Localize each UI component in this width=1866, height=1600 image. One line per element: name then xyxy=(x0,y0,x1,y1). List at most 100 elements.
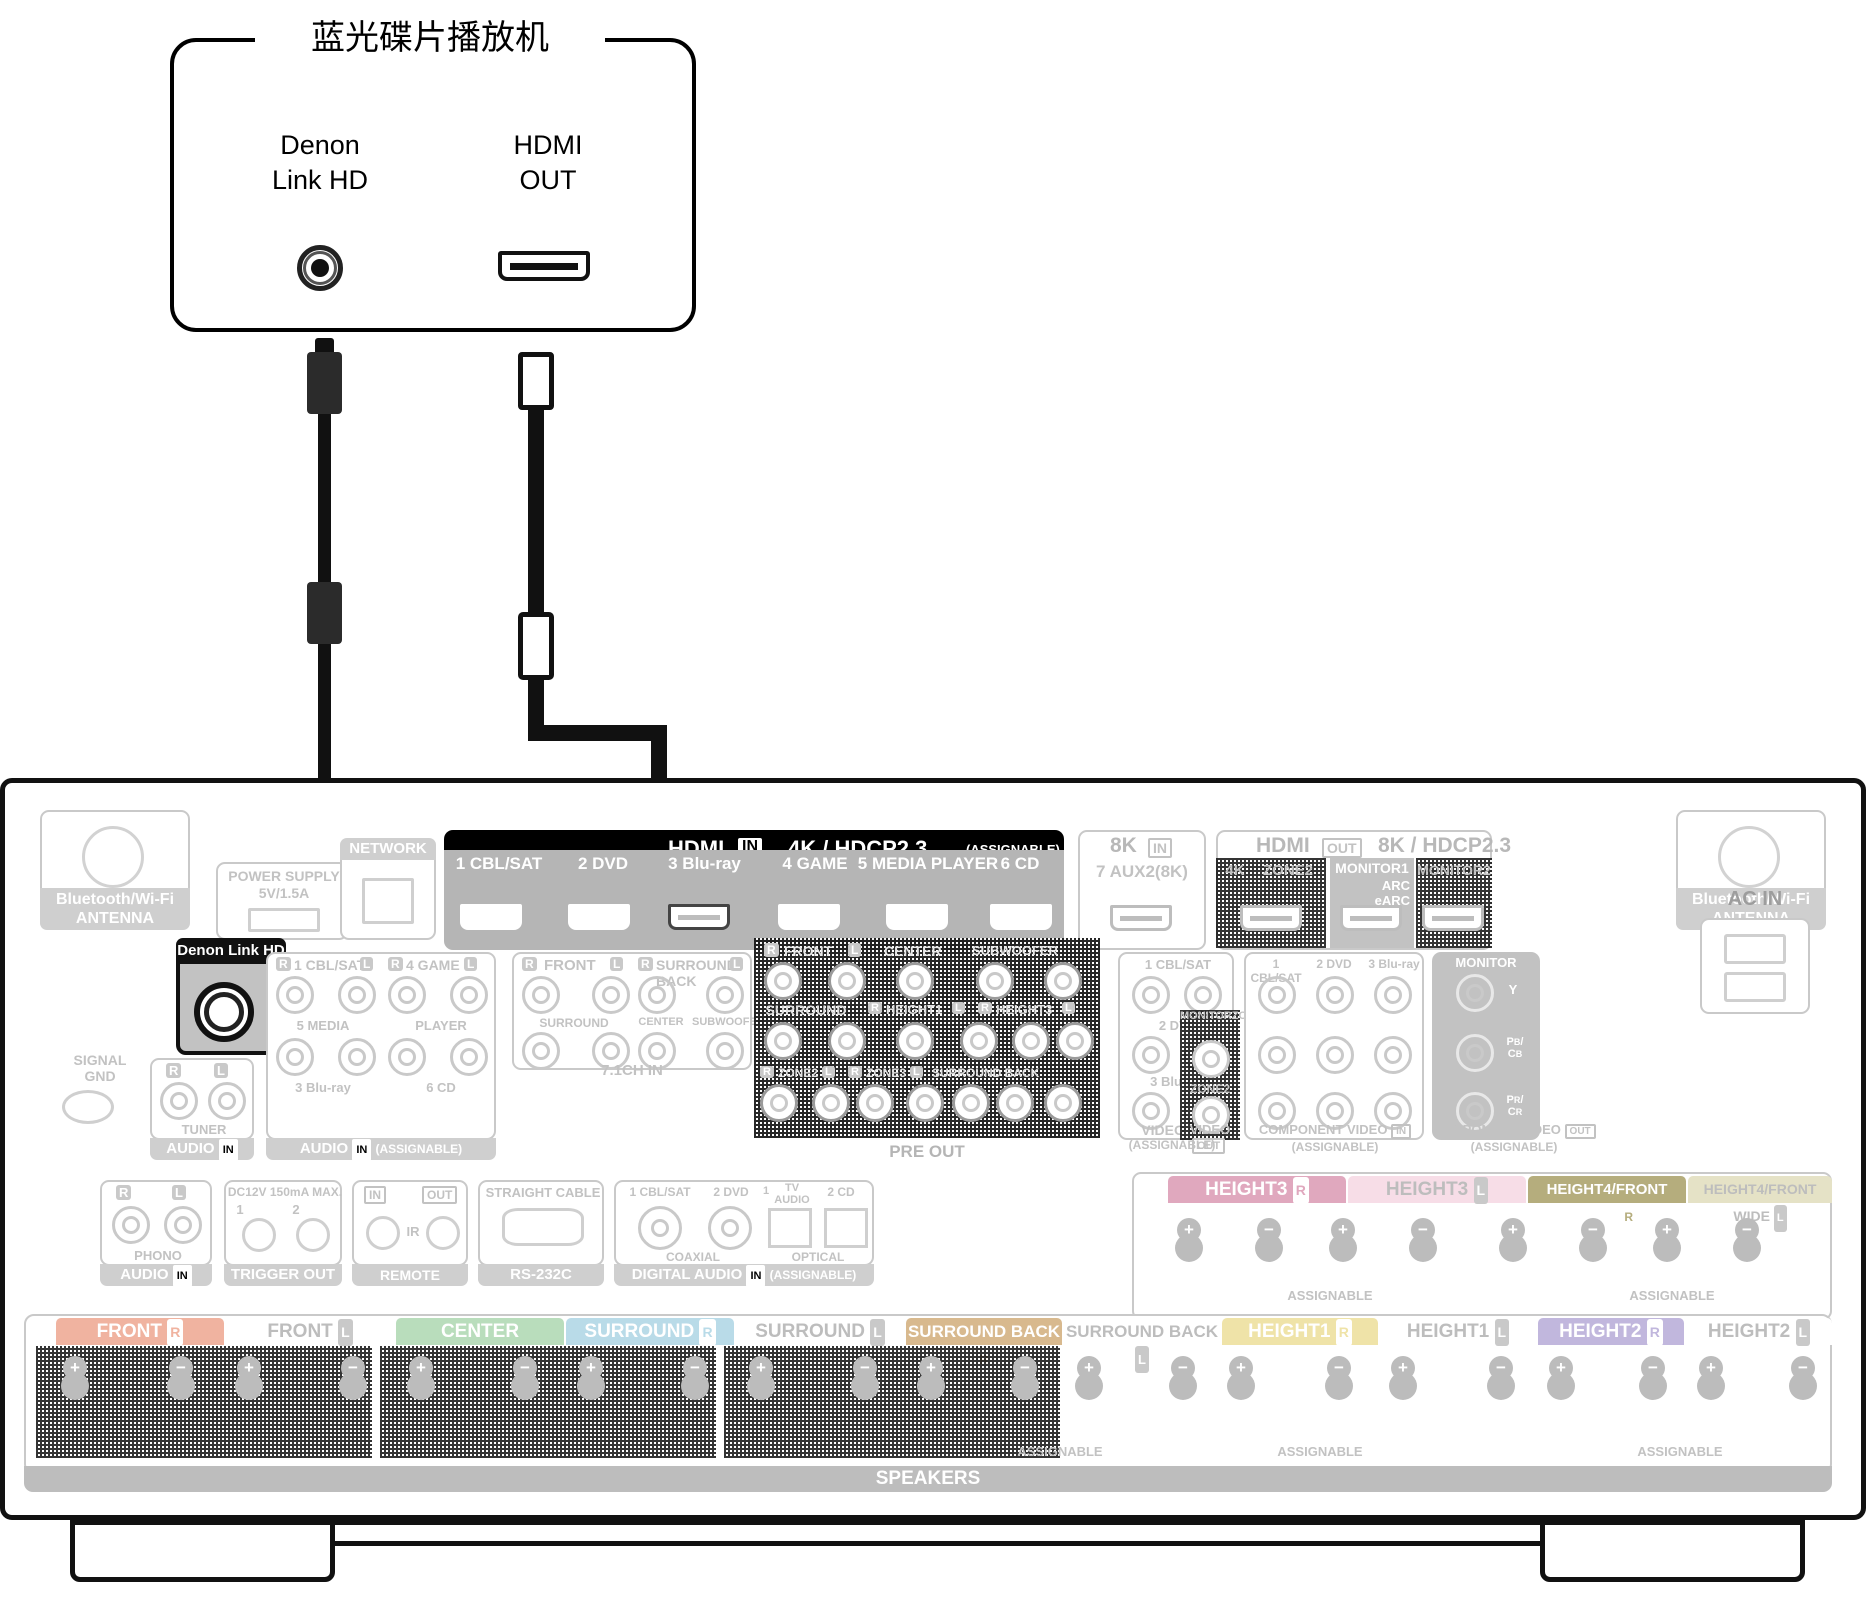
phono-rca-r[interactable] xyxy=(112,1206,150,1244)
ai-rca-5[interactable] xyxy=(276,1038,314,1076)
po-rca-h4-r[interactable] xyxy=(1044,1084,1082,1122)
po-rca-h1-l[interactable] xyxy=(960,1022,998,1060)
spk-post-t0a[interactable]: + xyxy=(1172,1218,1206,1266)
comp-in-pr1[interactable] xyxy=(1258,1092,1296,1130)
ai-rca-2[interactable] xyxy=(338,976,376,1014)
hdmi-in-port-2[interactable] xyxy=(568,904,630,930)
po-rca-sub1[interactable] xyxy=(976,962,1014,1000)
po-rca-h1-r[interactable] xyxy=(896,1022,934,1060)
comp-in-y1[interactable] xyxy=(1258,976,1296,1014)
comp-in-pr2[interactable] xyxy=(1316,1092,1354,1130)
spk-post-4a[interactable]: + xyxy=(744,1356,778,1404)
spk-post-1a[interactable]: + xyxy=(232,1356,266,1404)
ch71-rca-surr-r[interactable] xyxy=(522,1032,560,1070)
trigger-jack-2[interactable] xyxy=(296,1218,330,1252)
remote-out-jack[interactable] xyxy=(426,1216,460,1250)
spk-post-8b[interactable]: − xyxy=(1484,1356,1518,1404)
video-in-jack-2[interactable] xyxy=(1132,1036,1170,1074)
spk-post-0b[interactable]: − xyxy=(164,1356,198,1404)
ch71-rca-center[interactable] xyxy=(638,1032,676,1070)
ai-rca-7[interactable] xyxy=(388,1038,426,1076)
hdmi-in-port-1[interactable] xyxy=(460,904,522,930)
po-rca-surr-l[interactable] xyxy=(828,1022,866,1060)
spk-post-2b[interactable]: − xyxy=(508,1356,542,1404)
po-rca-z2-l[interactable] xyxy=(812,1084,850,1122)
spk-post-t0b[interactable]: − xyxy=(1252,1218,1286,1266)
ai-rca-8[interactable] xyxy=(450,1038,488,1076)
digital-coax-jack-2[interactable] xyxy=(708,1206,752,1250)
spk-post-t2a[interactable]: + xyxy=(1496,1218,1530,1266)
hdmi-in-port-4[interactable] xyxy=(778,904,840,930)
po-rca-sb-l[interactable] xyxy=(996,1084,1034,1122)
po-rca-front-l[interactable] xyxy=(828,962,866,1000)
spk-post-3a[interactable]: + xyxy=(574,1356,608,1404)
spk-post-7b[interactable]: − xyxy=(1322,1356,1356,1404)
spk-post-9b[interactable]: − xyxy=(1636,1356,1670,1404)
spk-post-t3a[interactable]: + xyxy=(1650,1218,1684,1266)
spk-post-4b[interactable]: − xyxy=(848,1356,882,1404)
ch71-rca-sub[interactable] xyxy=(706,1032,744,1070)
spk-post-6a[interactable]: + xyxy=(1072,1356,1106,1404)
usb-port[interactable] xyxy=(248,908,320,932)
po-rca-z3-r[interactable] xyxy=(856,1084,894,1122)
po-rca-front-r[interactable] xyxy=(764,962,802,1000)
spk-post-8a[interactable]: + xyxy=(1386,1356,1420,1404)
comp-in-y2[interactable] xyxy=(1316,976,1354,1014)
spk-post-9a[interactable]: + xyxy=(1544,1356,1578,1404)
video-out-monitor-jack[interactable] xyxy=(1192,1096,1230,1134)
po-rca-z3-l[interactable] xyxy=(906,1084,944,1122)
spk-post-6b[interactable]: − xyxy=(1166,1356,1200,1404)
po-rca-z2-r[interactable] xyxy=(760,1084,798,1122)
comp-in-pb2[interactable] xyxy=(1316,1036,1354,1074)
hdmi-in-port-3[interactable] xyxy=(668,904,730,930)
video-out-zone-jack[interactable] xyxy=(1192,1040,1230,1078)
trigger-jack-1[interactable] xyxy=(242,1218,276,1252)
spk-post-t2b[interactable]: − xyxy=(1576,1218,1610,1266)
video-in-jack-1[interactable] xyxy=(1132,976,1170,1014)
digital-optical-jack-1[interactable] xyxy=(768,1208,812,1248)
hdmi-out-monitor2-port[interactable] xyxy=(1422,905,1484,931)
hdmi-out-zone2-port[interactable] xyxy=(1240,905,1302,931)
spk-post-0a[interactable]: + xyxy=(58,1356,92,1404)
hdmi-8k-port[interactable] xyxy=(1110,905,1172,931)
po-rca-surr-r[interactable] xyxy=(764,1022,802,1060)
spk-post-2a[interactable]: + xyxy=(404,1356,438,1404)
comp-out-pb[interactable] xyxy=(1456,1034,1494,1072)
po-rca-center[interactable] xyxy=(896,962,934,1000)
ch71-rca-sb-l[interactable] xyxy=(706,976,744,1014)
po-rca-sb-r[interactable] xyxy=(952,1084,990,1122)
comp-in-y3[interactable] xyxy=(1374,976,1412,1014)
spk-post-7a[interactable]: + xyxy=(1224,1356,1258,1404)
antenna-left-jack[interactable] xyxy=(82,826,144,888)
ai-rca-3[interactable] xyxy=(388,976,426,1014)
video-in-jack-3[interactable] xyxy=(1132,1092,1170,1130)
ethernet-port[interactable] xyxy=(362,878,414,924)
hdmi-in-port-5[interactable] xyxy=(886,904,948,930)
po-rca-h3-l[interactable] xyxy=(1056,1022,1094,1060)
phono-rca-l[interactable] xyxy=(164,1206,202,1244)
spk-post-t3b[interactable]: − xyxy=(1730,1218,1764,1266)
comp-in-pb3[interactable] xyxy=(1374,1036,1412,1074)
signal-gnd-terminal[interactable] xyxy=(62,1090,114,1124)
antenna-right-jack[interactable] xyxy=(1718,826,1780,888)
tuner-rca-right[interactable] xyxy=(160,1082,198,1120)
spk-post-1b[interactable]: − xyxy=(336,1356,370,1404)
comp-out-y[interactable] xyxy=(1456,974,1494,1012)
ch71-rca-front-l[interactable] xyxy=(592,976,630,1014)
ai-rca-4[interactable] xyxy=(450,976,488,1014)
ch71-rca-front-r[interactable] xyxy=(522,976,560,1014)
spk-post-10b[interactable]: − xyxy=(1786,1356,1820,1404)
video-in-jack-1b[interactable] xyxy=(1184,976,1222,1014)
remote-in-jack[interactable] xyxy=(366,1216,400,1250)
spk-post-t1a[interactable]: + xyxy=(1326,1218,1360,1266)
ai-rca-6[interactable] xyxy=(338,1038,376,1076)
spk-post-5a[interactable]: + xyxy=(914,1356,948,1404)
po-rca-sub2[interactable] xyxy=(1044,962,1082,1000)
comp-out-pr[interactable] xyxy=(1456,1092,1494,1130)
digital-coax-jack-1[interactable] xyxy=(638,1206,682,1250)
spk-post-t1b[interactable]: − xyxy=(1406,1218,1440,1266)
spk-post-10a[interactable]: + xyxy=(1694,1356,1728,1404)
ch71-rca-sb-r[interactable] xyxy=(638,976,676,1014)
comp-in-pb1[interactable] xyxy=(1258,1036,1296,1074)
hdmi-in-port-6[interactable] xyxy=(990,904,1052,930)
